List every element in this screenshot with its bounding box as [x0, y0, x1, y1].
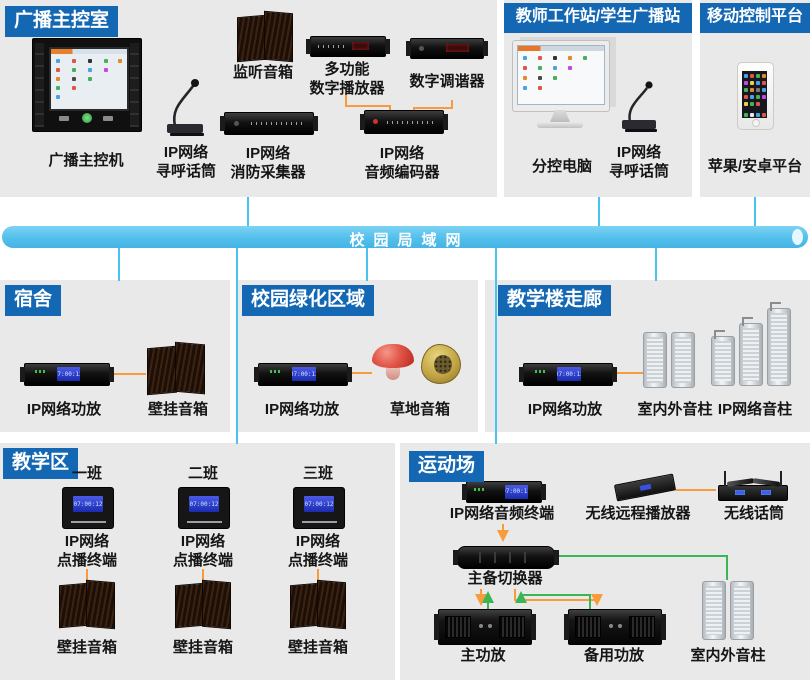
ip-amplifier-device: 07:00:12 — [519, 363, 617, 386]
ip-amplifier-device: 07:00:12 — [20, 363, 114, 386]
label-wireless-player: 无线远程播放器 — [585, 505, 691, 522]
fire-collector-device — [220, 112, 318, 135]
rock-speaker — [421, 344, 461, 384]
label-ip-amp-green: IP网络功放 — [264, 401, 340, 418]
section-title-sports: 运动场 — [409, 451, 485, 482]
section-green-area: 校园绿化区域 07:00:12 IP网络功放 草地音箱 — [236, 280, 478, 432]
label-main-controller: 广播主控机 — [48, 152, 124, 169]
monitor-speakers-device — [236, 10, 294, 62]
section-teaching-area: 教学区 一班 07:00:12 IP网络 点播终端 壁挂音箱 二班 07:00:… — [0, 443, 395, 680]
label-wall-speaker: 壁挂音箱 — [56, 639, 117, 656]
mushroom-speaker — [372, 344, 416, 384]
label-column-speaker-sports: 室内外音柱 — [690, 647, 766, 664]
wall-speakers-device — [289, 579, 347, 629]
label-monitor-speaker: 监听音箱 — [232, 64, 293, 81]
digital-tuner-device — [406, 38, 488, 59]
section-title-master: 广播主控室 — [5, 6, 119, 37]
section-title-teaching: 教学区 — [3, 448, 79, 479]
wireless-mic-device — [718, 468, 788, 501]
label-column-speaker: 室内外音柱 — [637, 401, 713, 418]
column-speaker — [702, 581, 726, 640]
label-ip-column: IP网络音柱 — [717, 401, 793, 418]
campus-lan-bus: 校园局域网 — [2, 226, 808, 249]
section-title-corridor: 教学楼走廊 — [498, 285, 612, 316]
ip-column-speaker — [711, 330, 735, 386]
control-pc-device — [512, 40, 614, 132]
paging-microphone-icon — [622, 81, 657, 132]
label-digital-player: 多功能 数字播放器 — [309, 61, 385, 97]
label-control-pc: 分控电脑 — [531, 158, 592, 175]
label-ip-amp-dorm: IP网络功放 — [26, 401, 102, 418]
label-switcher: 主备切换器 — [467, 570, 543, 587]
ondemand-terminal-device: 07:00:12 — [62, 487, 114, 529]
class-name: 二班 — [187, 465, 218, 482]
label-paging-mic-master: IP网络 寻呼话筒 — [155, 144, 216, 180]
paging-microphone-icon — [167, 79, 204, 136]
section-master-control-room: 广播主控室 广播主控机 IP网络 寻呼话筒 监听音箱 多功能 数字播放器 — [0, 0, 497, 197]
label-terminal: IP网络 点播终端 — [287, 533, 348, 569]
section-title-teacher: 教师工作站/学生广播站 — [504, 3, 692, 33]
wall-speakers-device — [58, 579, 116, 629]
column-speaker — [643, 332, 667, 388]
section-title-dorm: 宿舍 — [5, 285, 62, 316]
section-mobile-platform: 移动控制平台 苹果/安卓平台 — [700, 0, 810, 197]
label-ip-amp-corridor: IP网络功放 — [527, 401, 603, 418]
label-paging-mic-teacher: IP网络 寻呼话筒 — [608, 144, 669, 180]
label-audio-terminal: IP网络音频终端 — [449, 505, 555, 522]
ip-amplifier-device: 07:00:12 — [254, 363, 352, 386]
section-title-mobile: 移动控制平台 — [700, 3, 810, 33]
label-terminal: IP网络 点播终端 — [56, 533, 117, 569]
ip-column-speaker — [767, 302, 791, 386]
digital-player-device — [306, 36, 390, 57]
wall-speakers-device — [146, 341, 206, 395]
label-wireless-mic: 无线话筒 — [723, 505, 784, 522]
controller-knob — [82, 113, 92, 123]
controller-screen — [49, 47, 129, 111]
audio-encoder-device — [360, 110, 448, 134]
label-lawn-speaker: 草地音箱 — [389, 401, 450, 418]
label-audio-encoder: IP网络 音频编码器 — [364, 145, 440, 181]
main-backup-switcher-device — [453, 546, 559, 569]
column-speaker — [671, 332, 695, 388]
ondemand-terminal-device: 07:00:12 — [178, 487, 230, 529]
label-terminal: IP网络 点播终端 — [172, 533, 233, 569]
label-fire-collector: IP网络 消防采集器 — [230, 145, 306, 181]
column-speaker — [730, 581, 754, 640]
label-wall-speaker-dorm: 壁挂音箱 — [147, 401, 208, 418]
section-teacher-station: 教师工作站/学生广播站 分控电脑 IP网络 寻呼话筒 — [504, 0, 692, 197]
smartphone-device — [737, 62, 774, 130]
class-name: 一班 — [71, 465, 102, 482]
section-corridor: 教学楼走廊 07:00:12 IP网络功放 室内外音柱 IP网络音柱 — [485, 280, 810, 432]
main-amplifier-device — [434, 609, 536, 645]
broadcast-main-controller-device — [32, 38, 142, 132]
label-mobile-platform: 苹果/安卓平台 — [707, 158, 803, 175]
section-dormitory: 宿舍 07:00:12 IP网络功放 壁挂音箱 — [0, 280, 230, 432]
label-digital-tuner: 数字调谐器 — [409, 73, 485, 90]
class-name: 三班 — [302, 465, 333, 482]
label-main-amp: 主功放 — [460, 647, 506, 664]
ip-column-speaker — [739, 317, 763, 386]
section-sports-field: 运动场 07:00:12 IP网络音频终端 无线远程播放器 无线话筒 主备切换器… — [400, 443, 810, 680]
ondemand-terminal-device: 07:00:12 — [293, 487, 345, 529]
label-backup-amp: 备用功放 — [583, 647, 644, 664]
label-wall-speaker: 壁挂音箱 — [287, 639, 348, 656]
backup-amplifier-device — [564, 609, 666, 645]
lan-bar-endcap — [792, 229, 803, 245]
label-wall-speaker: 壁挂音箱 — [172, 639, 233, 656]
wall-speakers-device — [174, 579, 232, 629]
ip-audio-terminal-device: 07:00:12 — [462, 481, 546, 503]
wireless-remote-player-device — [613, 473, 677, 502]
lan-label: 校园局域网 — [349, 232, 470, 249]
section-title-green: 校园绿化区域 — [242, 285, 375, 316]
